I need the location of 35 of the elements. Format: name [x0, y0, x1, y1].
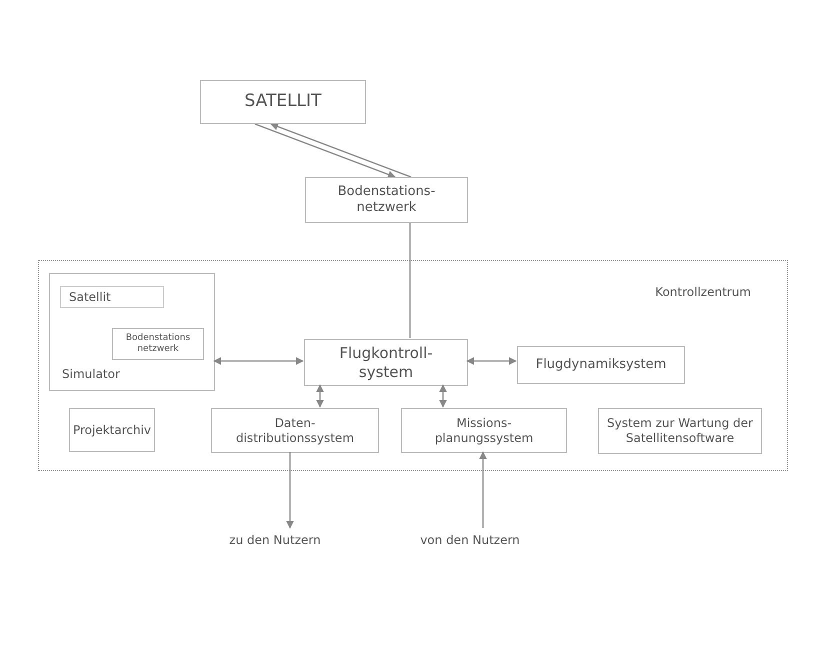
- arrow: [439, 384, 447, 408]
- box-label: Bodenstations- netzwerk: [336, 184, 436, 216]
- arrow: [316, 384, 324, 408]
- system-box: [49, 273, 215, 391]
- box-label: Missions- planungssystem: [434, 416, 534, 446]
- system-box: [200, 80, 366, 124]
- connector-line: [409, 223, 411, 338]
- box-label: Projektarchiv: [72, 422, 152, 438]
- box-label: System zur Wartung der Satellitensoftware: [606, 416, 754, 446]
- system-box: [304, 339, 468, 386]
- box-label: Satellit: [69, 290, 111, 304]
- box-label: Daten- distributionssystem: [234, 416, 356, 446]
- system-box: [60, 286, 164, 308]
- destination-label: von den Nutzern: [420, 532, 520, 548]
- arrow: [270, 122, 412, 178]
- arrow: [466, 357, 517, 365]
- system-box: [517, 346, 685, 384]
- box-label: SATELLIT: [244, 91, 322, 113]
- system-box: [69, 408, 155, 452]
- arrow: [254, 123, 396, 178]
- system-box: [211, 408, 379, 453]
- box-label: Bodenstations netzwerk: [124, 332, 192, 356]
- arrow: [286, 452, 294, 529]
- system-box: [401, 408, 567, 453]
- system-box: [305, 177, 468, 223]
- box-label: Kontrollzentrum: [655, 285, 751, 300]
- arrow: [479, 451, 487, 528]
- box-label: Flugkontroll- system: [338, 344, 434, 382]
- arrow: [213, 357, 304, 365]
- system-box: [598, 408, 762, 454]
- boundary-box: [38, 260, 788, 471]
- system-box: [112, 328, 204, 360]
- box-label: Simulator: [62, 367, 120, 382]
- destination-label: zu den Nutzern: [229, 532, 321, 548]
- box-label: Flugdynamiksystem: [536, 356, 666, 374]
